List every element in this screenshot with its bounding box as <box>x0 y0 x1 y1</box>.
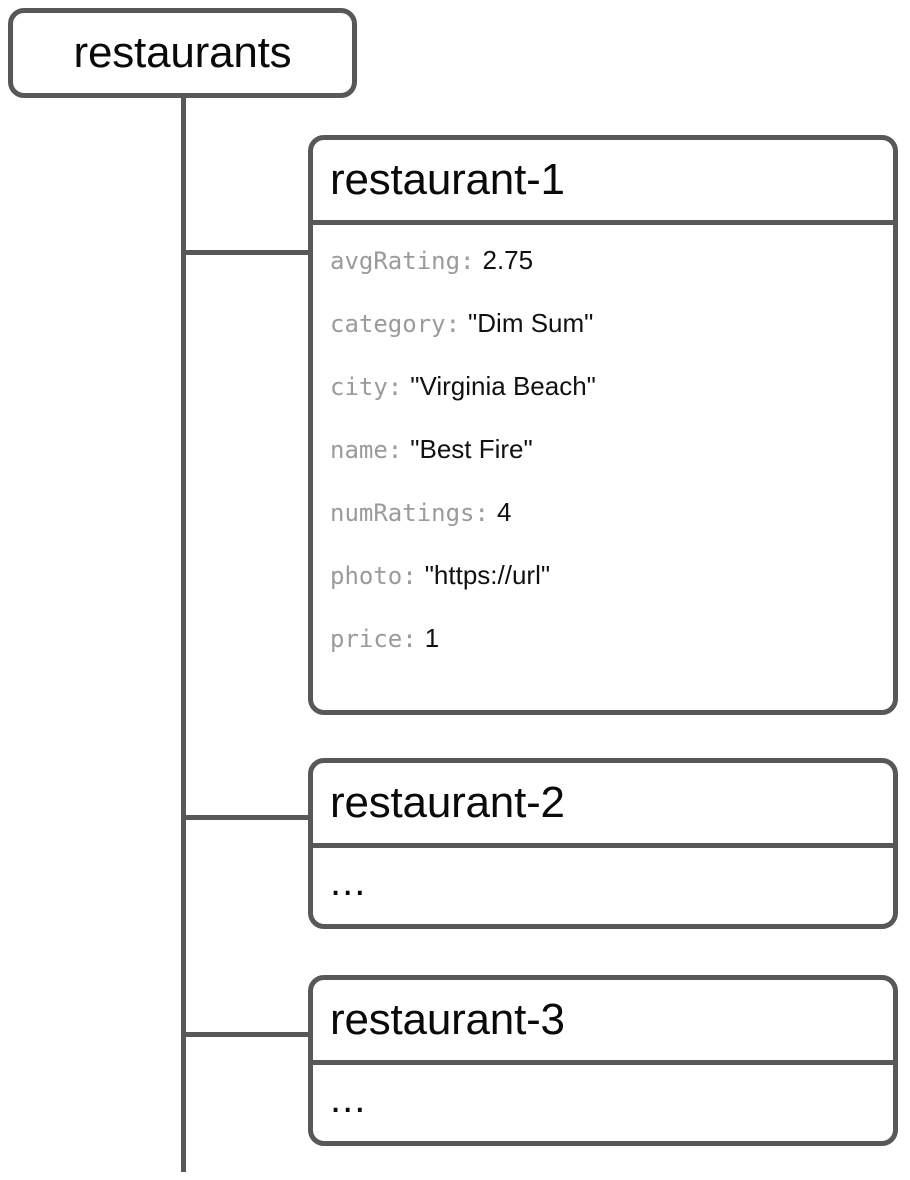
document-field-list: ... <box>313 848 893 924</box>
field-row: price: 1 <box>330 623 876 686</box>
document-card-header: restaurant-2 <box>313 763 893 848</box>
document-field-list: ... <box>313 1065 893 1141</box>
collection-node-label: restaurants <box>73 28 292 77</box>
document-card-header: restaurant-1 <box>313 140 893 225</box>
document-card-restaurant-1[interactable]: restaurant-1 avgRating: 2.75 category: "… <box>308 135 898 715</box>
document-card-title: restaurant-1 <box>330 155 565 204</box>
field-key: category: <box>330 310 461 338</box>
field-value: "Dim Sum" <box>468 308 594 338</box>
branch-line-restaurant-2 <box>181 815 311 820</box>
document-card-title: restaurant-3 <box>330 995 565 1044</box>
document-card-restaurant-2[interactable]: restaurant-2 ... <box>308 758 898 929</box>
document-card-header: restaurant-3 <box>313 980 893 1065</box>
field-value: 4 <box>496 497 512 527</box>
document-card-restaurant-3[interactable]: restaurant-3 ... <box>308 975 898 1146</box>
field-key: photo: <box>330 562 417 590</box>
field-key: name: <box>330 436 403 464</box>
branch-line-restaurant-1 <box>181 250 311 255</box>
document-fields-ellipsis: ... <box>330 860 367 904</box>
field-value: 1 <box>424 623 440 653</box>
field-row: photo: "https://url" <box>330 560 876 623</box>
field-value: "Virginia Beach" <box>410 371 596 401</box>
document-fields-ellipsis: ... <box>330 1077 367 1121</box>
field-row: category: "Dim Sum" <box>330 308 876 371</box>
tree-trunk-line <box>181 96 186 1172</box>
field-row: name: "Best Fire" <box>330 434 876 497</box>
field-key: city: <box>330 373 403 401</box>
field-row: city: "Virginia Beach" <box>330 371 876 434</box>
document-card-title: restaurant-2 <box>330 778 565 827</box>
field-value: 2.75 <box>482 245 534 275</box>
collection-node-restaurants[interactable]: restaurants <box>8 8 357 98</box>
field-key: price: <box>330 625 417 653</box>
field-row: avgRating: 2.75 <box>330 245 876 308</box>
branch-line-restaurant-3 <box>181 1032 311 1037</box>
field-value: "Best Fire" <box>410 434 533 464</box>
field-key: numRatings: <box>330 499 489 527</box>
field-key: avgRating: <box>330 247 475 275</box>
field-row: numRatings: 4 <box>330 497 876 560</box>
field-value: "https://url" <box>424 560 551 590</box>
document-field-list: avgRating: 2.75 category: "Dim Sum" city… <box>313 225 893 710</box>
